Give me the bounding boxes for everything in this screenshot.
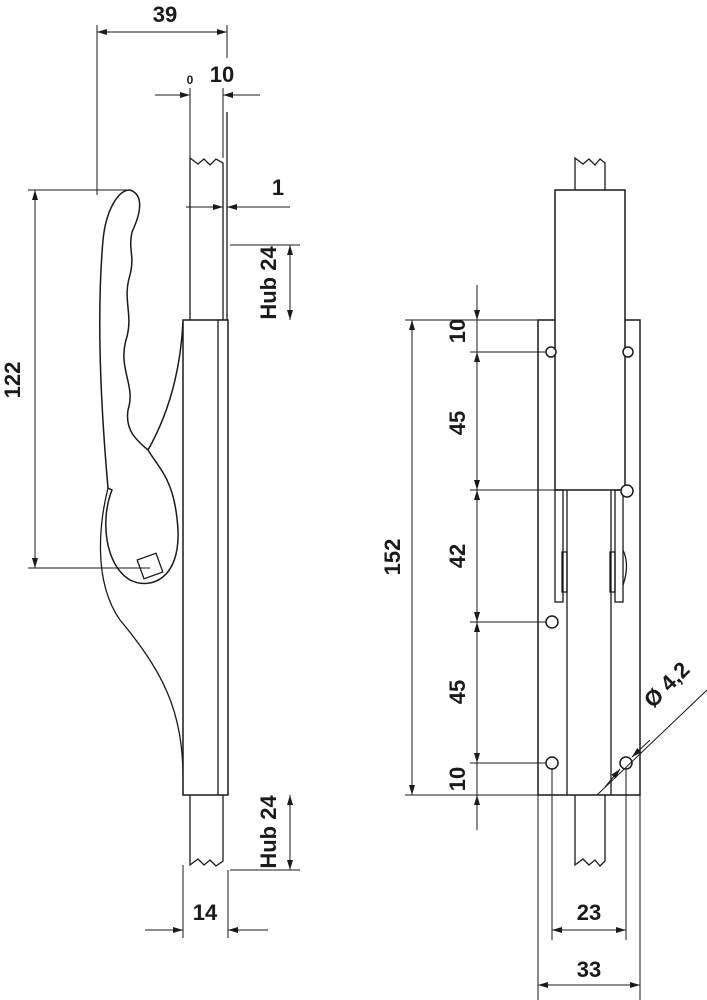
dim-hole-10-top: 10 — [445, 319, 470, 343]
top-rod-front — [574, 156, 606, 190]
dim-hole-45-upper: 45 — [445, 411, 470, 435]
dim-122: 122 — [0, 362, 25, 399]
side-plate — [182, 319, 229, 796]
hole — [545, 615, 559, 629]
bottom-rod-front — [574, 795, 606, 867]
dim-hole-42: 42 — [445, 544, 470, 568]
dim-hole-10-bottom: 10 — [445, 767, 470, 791]
dim-hole-45-lower: 45 — [445, 680, 470, 704]
dim-33: 33 — [577, 957, 601, 982]
dim-stroke-bottom: Hub 24 — [256, 795, 281, 869]
dim-0: 0 — [187, 73, 194, 87]
lever-handle — [99, 189, 184, 585]
hole — [545, 756, 559, 770]
front-view: 152 10 45 42 45 10 Ø 4,2 23 33 — [380, 156, 707, 1000]
hole — [620, 484, 634, 498]
dim-152: 152 — [380, 539, 405, 576]
dim-10: 10 — [210, 62, 234, 87]
lever-box — [554, 189, 626, 491]
dim-23: 23 — [577, 900, 601, 925]
dim-14: 14 — [193, 900, 218, 925]
side-view: 39 0 10 1 Hub 24 122 Hub 24 14 — [0, 2, 300, 938]
bottom-rod — [189, 795, 224, 867]
top-rod — [189, 156, 224, 320]
dim-hole-diameter: Ø 4,2 — [639, 657, 695, 713]
square-hole — [136, 552, 164, 580]
hole — [622, 346, 634, 358]
dim-stroke-top: Hub 24 — [256, 246, 281, 320]
dim-39: 39 — [153, 2, 177, 27]
hole — [545, 346, 557, 358]
dim-1: 1 — [272, 175, 284, 200]
